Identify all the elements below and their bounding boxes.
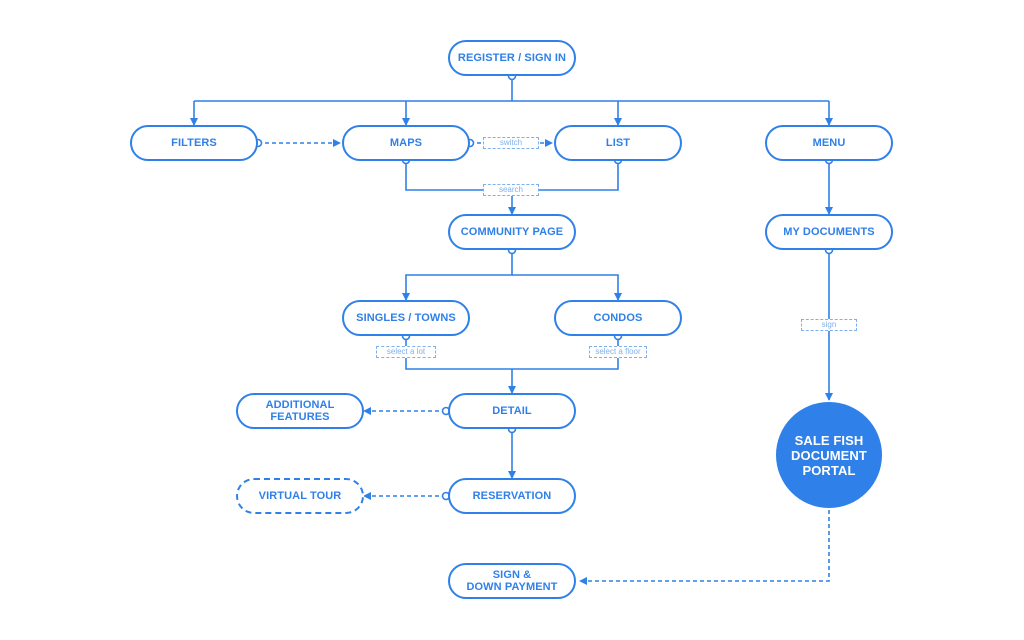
node-singles-towns[interactable]: SINGLES / TOWNS [342, 300, 470, 336]
edge-label-select-lot: select a lot [376, 346, 436, 358]
node-maps[interactable]: MAPS [342, 125, 470, 161]
edge-label-select-floor: select a floor [589, 346, 647, 358]
node-register[interactable]: REGISTER / SIGN IN [448, 40, 576, 76]
node-virtual-tour[interactable]: VIRTUAL TOUR [236, 478, 364, 514]
edge-label-sign: sign [801, 319, 857, 331]
node-condos[interactable]: CONDOS [554, 300, 682, 336]
edge-label-search: search [483, 184, 539, 196]
node-sign-down-payment[interactable]: SIGN & DOWN PAYMENT [448, 563, 576, 599]
node-community-page[interactable]: COMMUNITY PAGE [448, 214, 576, 250]
node-list[interactable]: LIST [554, 125, 682, 161]
edge-label-switch: switch [483, 137, 539, 149]
edge-community-split [402, 250, 513, 301]
node-reservation[interactable]: RESERVATION [448, 478, 576, 514]
node-my-documents[interactable]: MY DOCUMENTS [765, 214, 893, 250]
edge-community-condos [512, 274, 622, 301]
edge-portal-payment [579, 510, 830, 585]
node-document-portal[interactable]: SALE FISH DOCUMENT PORTAL [776, 402, 882, 508]
node-detail[interactable]: DETAIL [448, 393, 576, 429]
node-filters[interactable]: FILTERS [130, 125, 258, 161]
node-additional-features[interactable]: ADDITIONAL FEATURES [236, 393, 364, 429]
edge-select-merge [405, 336, 619, 370]
node-menu[interactable]: MENU [765, 125, 893, 161]
